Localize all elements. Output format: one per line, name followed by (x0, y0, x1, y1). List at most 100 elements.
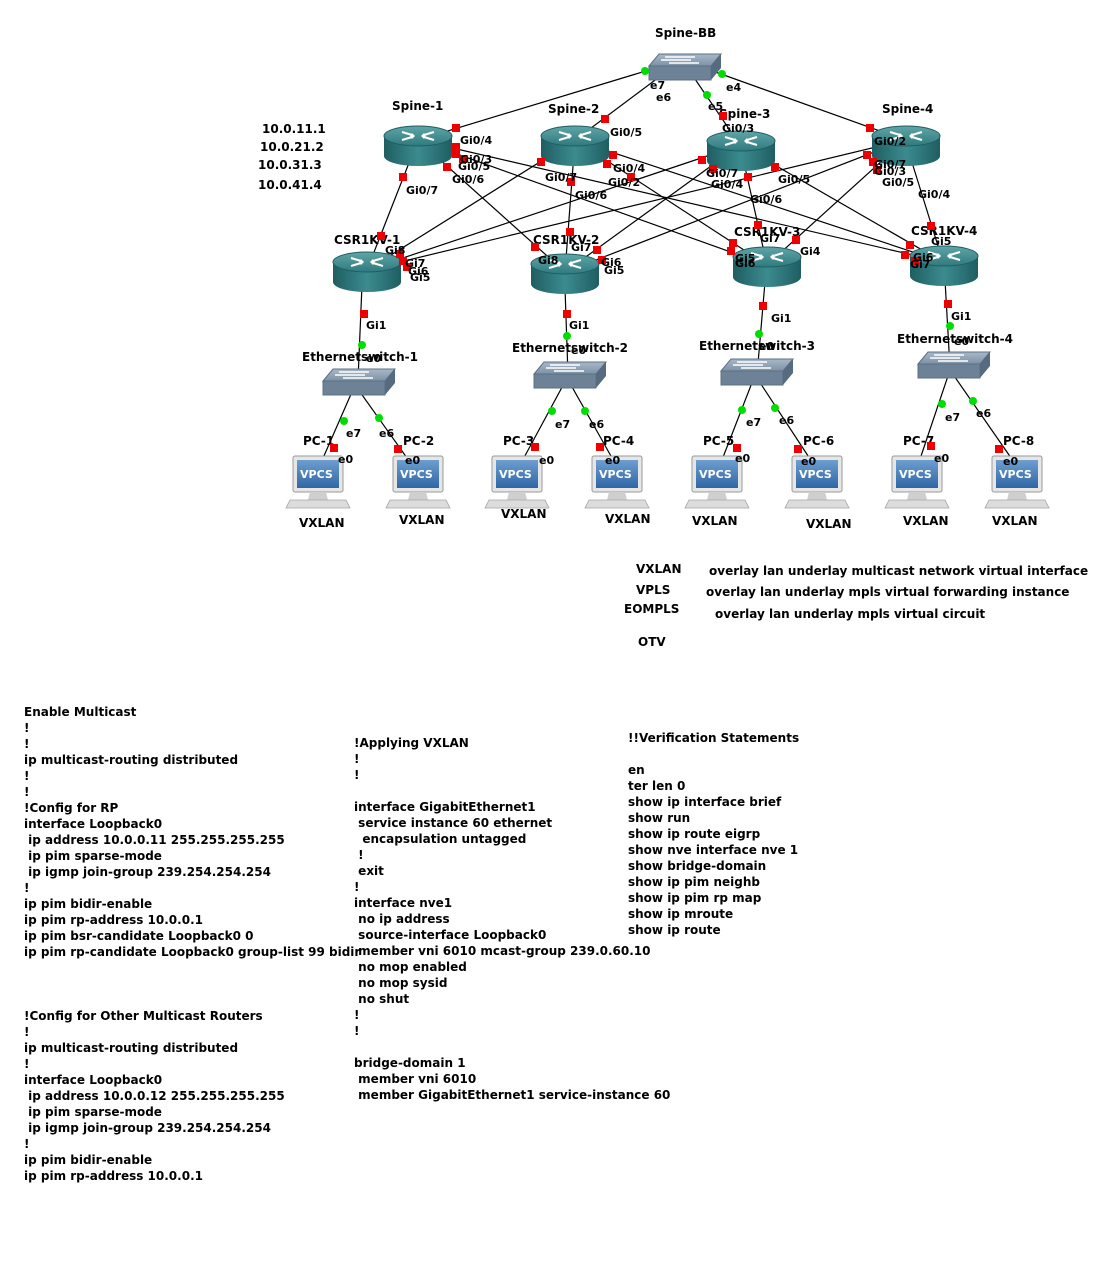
spine-2-label: Spine-2 (548, 102, 599, 116)
spine-bb-label: Spine-BB (655, 26, 716, 40)
port-label: e6 (656, 91, 671, 104)
legend-term-vpls: VPLS (636, 583, 670, 597)
port-label: e7 (555, 418, 570, 431)
vpcs-text: VPCS (400, 468, 433, 481)
multicast-config-line: ! (24, 881, 30, 895)
port-label: Gi6 (408, 265, 429, 278)
port-label: Gi1 (569, 319, 589, 332)
ethernetswitch-1-label: Ethernetswitch-1 (302, 350, 418, 364)
port-label: Gi0/5 (778, 173, 810, 186)
pc-3[interactable]: VPCS (484, 455, 550, 509)
pc-7-label: PC-7 (903, 434, 934, 448)
port-label: Gi0/3 (460, 153, 492, 166)
port-label: Gi0/5 (610, 126, 642, 139)
pc-8[interactable]: VPCS (984, 455, 1050, 509)
multicast-config-line: ip pim bidir-enable (24, 897, 153, 911)
multicast-config-text: Enable Multicast!!ip multicast-routing d… (24, 704, 360, 1184)
port-label: Gi5 (931, 235, 951, 248)
pc-4-caption: VXLAN (605, 512, 651, 526)
vxlan-config-line: no shut (354, 992, 410, 1006)
port-label: Gi0/5 (882, 176, 914, 189)
multicast-config-line (24, 976, 360, 992)
pc-1[interactable]: VPCS (285, 455, 351, 509)
port-label: e0 (801, 455, 816, 468)
pc-5-caption: VXLAN (692, 514, 738, 528)
spine-bb-switch[interactable] (648, 53, 722, 81)
spine-1-router[interactable] (383, 125, 453, 167)
multicast-config-line: ip address 10.0.0.11 255.255.255.255 (24, 833, 285, 847)
multicast-config-line: ip address 10.0.0.12 255.255.255.255 (24, 1089, 285, 1103)
verification-line: ter len 0 (628, 779, 686, 793)
vxlan-config-line: !Applying VXLAN (354, 736, 469, 750)
pc-4[interactable]: VPCS (584, 455, 650, 509)
verification-line: show ip route (628, 923, 721, 937)
multicast-config-line: ip pim bidir-enable (24, 1153, 153, 1167)
pc-7[interactable]: VPCS (884, 455, 950, 509)
port-label: e6 (779, 414, 794, 427)
vxlan-config-line: source-interface Loopback0 (354, 928, 547, 942)
ethernetswitch-4[interactable] (917, 351, 991, 379)
ethernetswitch-2[interactable] (533, 361, 607, 389)
port-label: Gi0/7 (706, 167, 738, 180)
legend-term-eompls: EOMPLS (624, 602, 679, 616)
port-label: e0 (759, 340, 774, 353)
port-label: Gi0/4 (460, 134, 492, 147)
vxlan-config-line: ! (354, 1024, 360, 1038)
multicast-config-line (24, 960, 360, 976)
port-label: e7 (746, 416, 761, 429)
port-label: e7 (650, 79, 665, 92)
multicast-config-line: !Config for Other Multicast Routers (24, 1009, 263, 1023)
vpcs-text: VPCS (599, 468, 632, 481)
ethernetswitch-1[interactable] (322, 368, 396, 396)
vxlan-config-line: ! (354, 752, 360, 766)
port-label: e0 (605, 454, 620, 467)
vxlan-config-line: no mop enabled (354, 960, 467, 974)
ip-address-2: 10.0.21.2 (260, 140, 324, 154)
spine-3-label: Spine-3 (719, 107, 770, 121)
port-label: Gi1 (771, 312, 791, 325)
port-label: e4 (726, 81, 741, 94)
ethernetswitch-3-label: Ethernetswitch-3 (699, 339, 815, 353)
verification-line: show ip pim neighb (628, 875, 760, 889)
port-label: Gi0/5 (458, 160, 490, 173)
csr1kv-1-router[interactable] (332, 251, 402, 293)
verification-line: en (628, 763, 645, 777)
port-label: Gi1 (366, 319, 386, 332)
vxlan-config-line: ! (354, 768, 360, 782)
multicast-config-line: ip multicast-routing distributed (24, 1041, 239, 1055)
spine-2-router[interactable] (540, 125, 610, 167)
port-label: Gi6 (601, 256, 622, 269)
port-label: Gi8 (538, 254, 558, 267)
ethernetswitch-3[interactable] (720, 358, 794, 386)
port-label: Gi7 (571, 241, 591, 254)
pc-7-caption: VXLAN (903, 514, 949, 528)
multicast-config-line: ! (24, 1137, 30, 1151)
vxlan-config-line: bridge-domain 1 (354, 1056, 466, 1070)
multicast-config-line: ip pim sparse-mode (24, 1105, 162, 1119)
spine-3-router[interactable] (706, 130, 776, 172)
multicast-config-line: ! (24, 1025, 30, 1039)
port-label: e5 (708, 100, 723, 113)
legend-term-vxlan: VXLAN (636, 562, 682, 576)
verification-line: show bridge-domain (628, 859, 767, 873)
multicast-config-line: ! (24, 1057, 30, 1071)
port-labels: e7 e6 e5 e4 Gi0/4 Gi0/3 Gi0/5 Gi0/6 Gi0/… (338, 79, 1018, 468)
vpcs-text: VPCS (499, 468, 532, 481)
ip-address-1: 10.0.11.1 (262, 122, 326, 136)
pc-3-label: PC-3 (503, 434, 534, 448)
port-label: e7 (346, 427, 361, 440)
pc-5[interactable]: VPCS (684, 455, 750, 509)
vxlan-config-line: exit (354, 864, 384, 878)
port-label: Gi0/2 (874, 135, 906, 148)
port-label: e6 (589, 418, 604, 431)
multicast-config-line: interface Loopback0 (24, 1073, 163, 1087)
pc-5-label: PC-5 (703, 434, 734, 448)
ethernetswitch-4-label: Ethernetswitch-4 (897, 332, 1013, 346)
vpcs-text: VPCS (699, 468, 732, 481)
pc-6[interactable]: VPCS (784, 455, 850, 509)
port-label: e0 (1003, 455, 1018, 468)
port-label: Gi0/7 (406, 184, 438, 197)
pc-2[interactable]: VPCS (385, 455, 451, 509)
multicast-config-line: ip igmp join-group 239.254.254.254 (24, 1121, 271, 1135)
legend-desc-eompls: overlay lan underlay mpls virtual circui… (715, 607, 985, 621)
